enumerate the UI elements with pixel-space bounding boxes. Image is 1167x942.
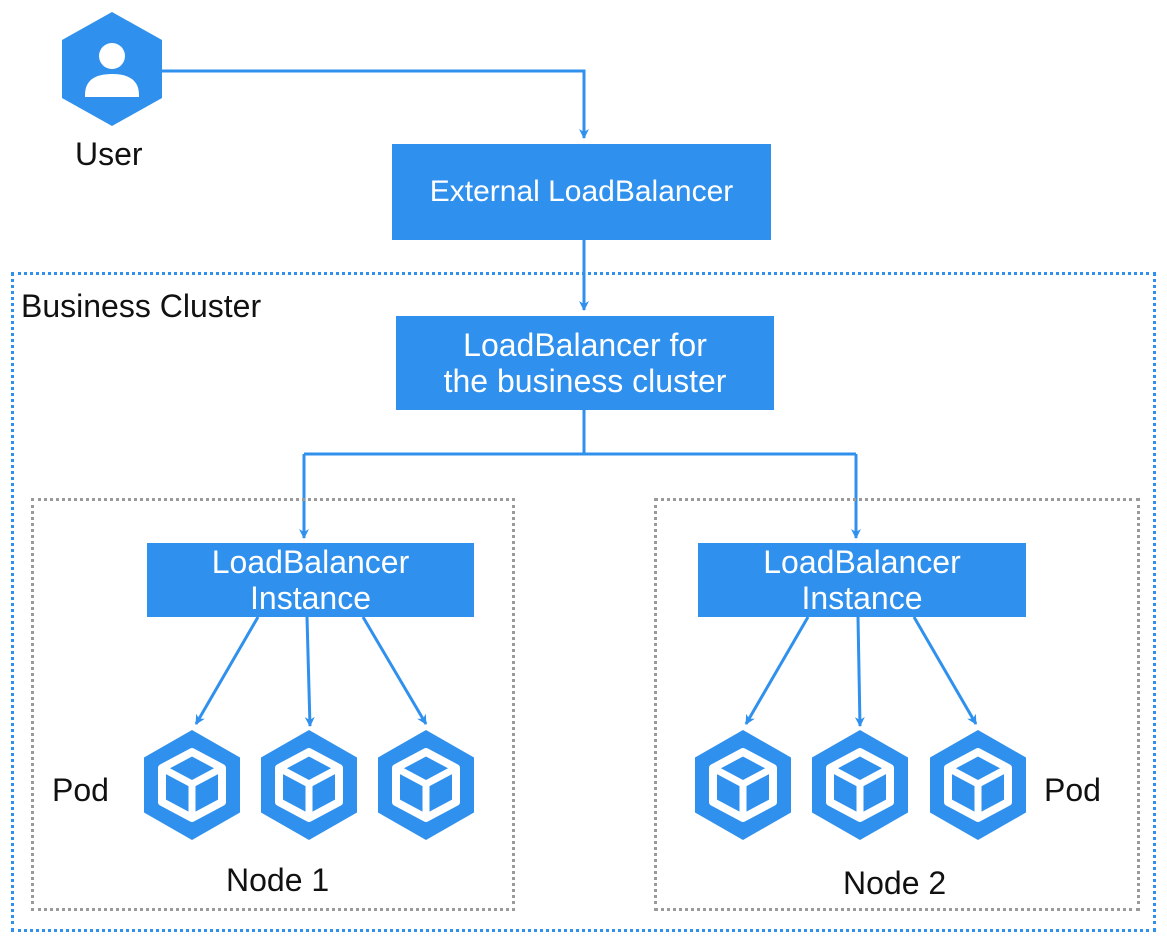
node-2-instance-line-2: Instance bbox=[801, 580, 923, 616]
external-load-balancer-label: External LoadBalancer bbox=[429, 175, 734, 208]
node-1-instance-line-1: LoadBalancer bbox=[211, 544, 410, 580]
business-cluster-label: Business Cluster bbox=[21, 288, 262, 324]
cluster-load-balancer-line-1: LoadBalancer for bbox=[463, 327, 707, 363]
connector-cluster-lb-split bbox=[304, 410, 856, 456]
connector-instance-1-pod-1 bbox=[194, 616, 260, 725]
node-1-load-balancer-instance-box: LoadBalancer Instance bbox=[147, 543, 474, 617]
node-1-pod-label: Pod bbox=[52, 772, 109, 808]
user-icon bbox=[62, 12, 162, 126]
node-1-instance-line-2: Instance bbox=[250, 580, 371, 616]
connector-instance-2-pod-1 bbox=[744, 616, 810, 725]
external-load-balancer-box: External LoadBalancer bbox=[392, 144, 771, 240]
connector-instance-2-pod-3 bbox=[912, 616, 978, 725]
connector-instance-2-pod-2 bbox=[854, 616, 865, 727]
node-1-label: Node 1 bbox=[226, 862, 330, 898]
node-1-region bbox=[31, 498, 515, 911]
cluster-load-balancer-box: LoadBalancer for the business cluster bbox=[396, 316, 774, 410]
node-2-instance-line-1: LoadBalancer bbox=[763, 544, 961, 580]
cluster-load-balancer-line-2: the business cluster bbox=[443, 363, 727, 399]
node-2-region bbox=[654, 498, 1140, 911]
node-2-load-balancer-instance-box: LoadBalancer Instance bbox=[698, 543, 1026, 617]
business-cluster-region bbox=[11, 272, 1156, 932]
connector-instance-1-pod-3 bbox=[361, 616, 428, 725]
connector-user-to-external-lb bbox=[162, 69, 589, 139]
node-2-label: Node 2 bbox=[843, 865, 947, 901]
connector-instance-1-pod-2 bbox=[304, 616, 315, 727]
user-label: User bbox=[75, 136, 143, 172]
node-2-pod-label: Pod bbox=[1044, 772, 1101, 808]
